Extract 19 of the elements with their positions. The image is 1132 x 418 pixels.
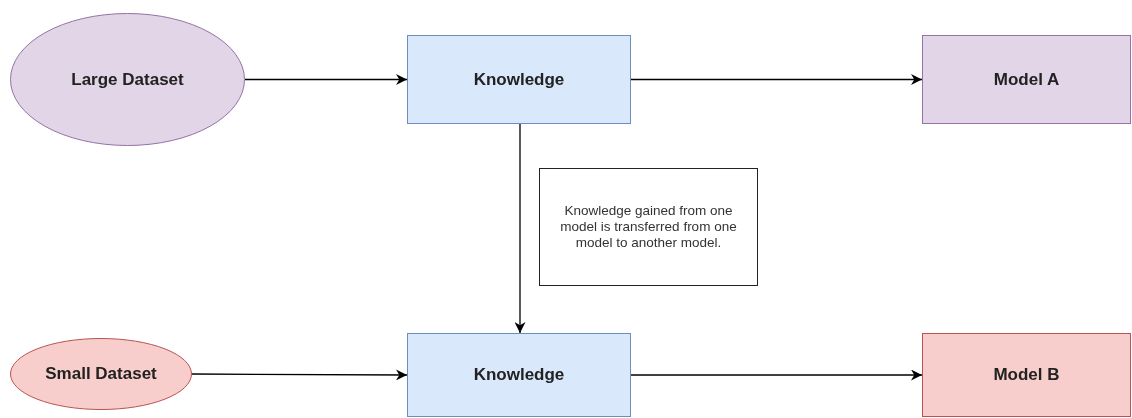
- model-box: [922, 333, 1131, 417]
- node-label: Knowledge: [473, 69, 565, 90]
- node-label: Large Dataset: [71, 69, 184, 90]
- node-label: Model A: [993, 69, 1060, 90]
- node-label: Small Dataset: [45, 364, 157, 384]
- arrow: [191, 369, 408, 381]
- node-label: Knowledge: [473, 365, 565, 385]
- arrow: [630, 74, 923, 85]
- note-box: [539, 168, 758, 286]
- arrow: [514, 123, 526, 334]
- dataset-ellipse: [10, 338, 192, 410]
- process-box: [407, 35, 631, 124]
- process-box: [407, 333, 631, 417]
- arrow: [630, 369, 923, 381]
- node-label: Model B: [993, 365, 1060, 385]
- model-box: [922, 35, 1131, 124]
- arrow: [244, 74, 408, 85]
- note-text: Knowledge gained from one model is transferred from one model to another model.: [559, 202, 738, 252]
- dataset-ellipse: [10, 13, 245, 146]
